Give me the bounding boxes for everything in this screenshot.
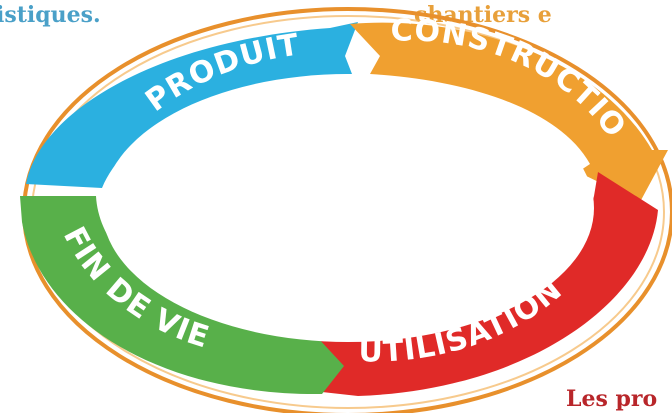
caption-bottom-right: Les pro (566, 386, 658, 412)
segment-utilisation (307, 172, 658, 396)
ring-center (102, 74, 594, 342)
caption-top-left: istiques. (0, 2, 101, 28)
segment-fin-de-vie (20, 196, 344, 395)
segment-construction (350, 22, 668, 202)
